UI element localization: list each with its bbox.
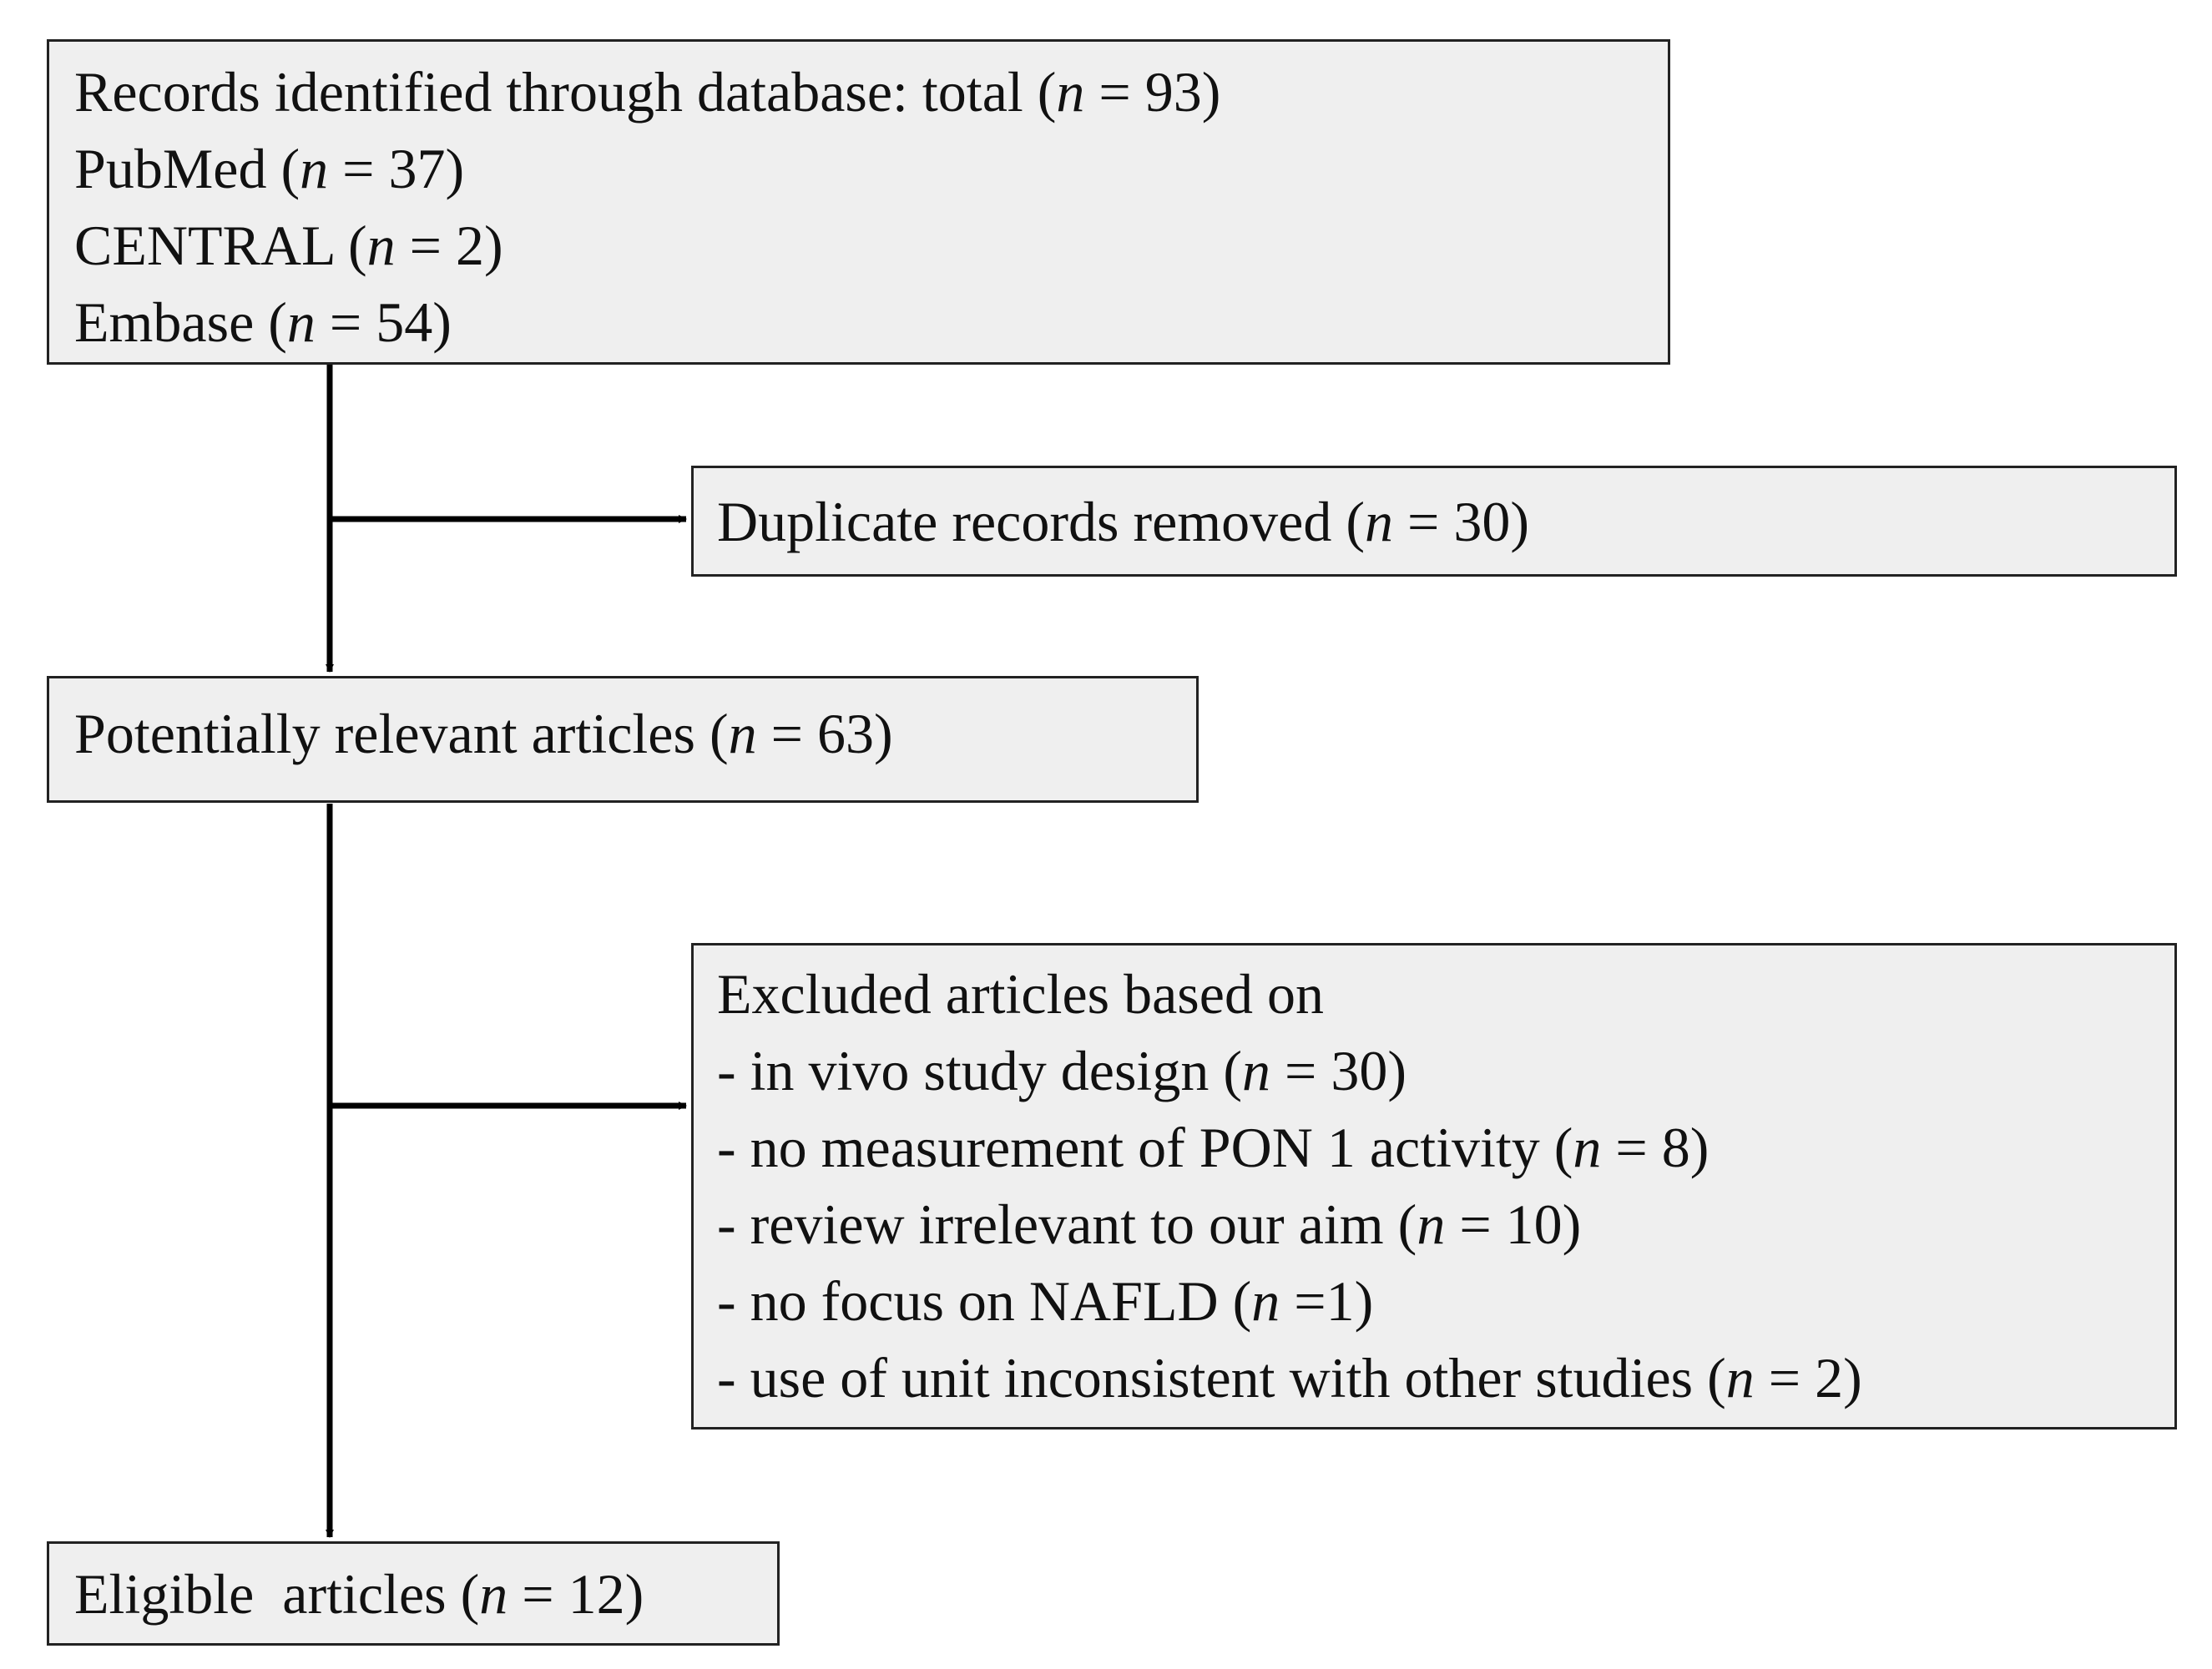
excluded-header-line: Excluded articles based on <box>717 962 1324 1026</box>
excluded-review-line: - review irrelevant to our aim (n = 10) <box>717 1193 1582 1256</box>
eligible-articles-line: Eligible articles (n = 12) <box>74 1562 644 1626</box>
duplicates-removed-box: Duplicate records removed (n = 30) <box>691 466 2177 577</box>
records-embase-line: Embase (n = 54) <box>74 290 452 354</box>
potentially-relevant-line: Potentially relevant articles (n = 63) <box>74 702 893 765</box>
excluded-no-focus-line: - no focus on NAFLD (n =1) <box>717 1269 1374 1333</box>
records-pubmed-line: PubMed (n = 37) <box>74 137 465 200</box>
excluded-articles-box: Excluded articles based on - in vivo stu… <box>691 943 2177 1429</box>
excluded-unit-line: - use of unit inconsistent with other st… <box>717 1346 1862 1409</box>
records-total-line: Records identified through database: tot… <box>74 60 1221 124</box>
eligible-articles-box: Eligible articles (n = 12) <box>47 1541 780 1646</box>
excluded-in-vivo-line: - in vivo study design (n = 30) <box>717 1039 1406 1102</box>
duplicates-removed-line: Duplicate records removed (n = 30) <box>717 490 1529 553</box>
records-central-line: CENTRAL (n = 2) <box>74 214 503 277</box>
records-identified-box: Records identified through database: tot… <box>47 39 1670 365</box>
excluded-no-measurement-line: - no measurement of PON 1 activity (n = … <box>717 1116 1710 1179</box>
potentially-relevant-box: Potentially relevant articles (n = 63) <box>47 676 1199 803</box>
